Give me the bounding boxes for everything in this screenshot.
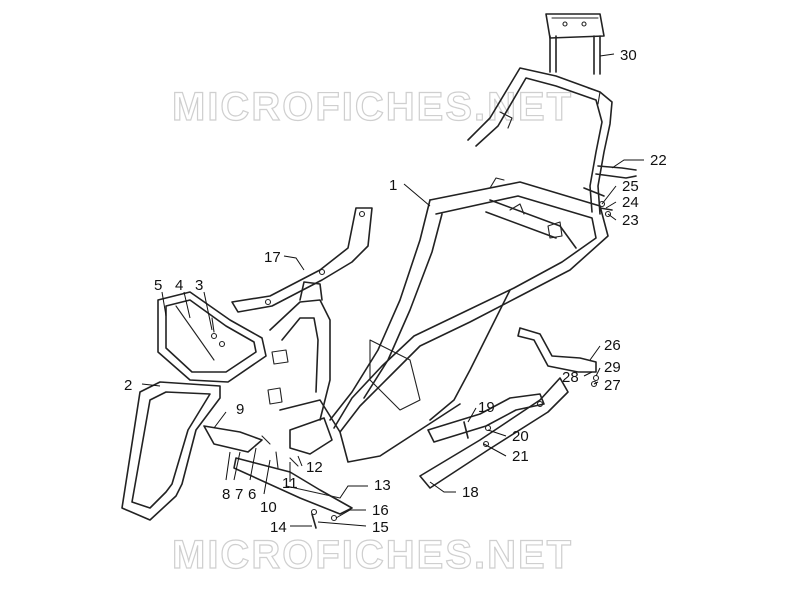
callout-23: 23	[622, 212, 639, 229]
callout-12: 12	[306, 459, 323, 476]
callout-18: 18	[462, 484, 479, 501]
callout-26: 26	[604, 337, 621, 354]
watermark-bottom: MICROFICHES.NET	[172, 533, 573, 577]
callout-2: 2	[124, 377, 132, 394]
watermark-top: MICROFICHES.NET	[172, 85, 573, 129]
callout-3: 3	[195, 277, 203, 294]
callout-14: 14	[270, 519, 287, 536]
callout-17: 17	[264, 249, 281, 266]
callout-5: 5	[154, 277, 162, 294]
part-30-top-bracket	[545, 13, 605, 75]
callout-9: 9	[236, 401, 244, 418]
callout-25: 25	[622, 178, 639, 195]
callout-16: 16	[372, 502, 389, 519]
part-22-rear-support	[467, 67, 637, 215]
callout-13: 13	[374, 477, 391, 494]
callout-29: 29	[604, 359, 621, 376]
callout-6: 6	[248, 486, 256, 503]
callout-15: 15	[372, 519, 389, 536]
part-13-16-lower-plate	[285, 485, 341, 529]
callout-11: 11	[282, 475, 298, 492]
callout-21: 21	[512, 448, 529, 465]
leader-lines	[141, 53, 644, 527]
callout-8: 8	[222, 486, 230, 503]
part-18-side-rail	[419, 377, 569, 489]
callout-24: 24	[622, 194, 639, 211]
callout-30: 30	[620, 47, 637, 64]
part-23-25-bolts	[598, 200, 613, 218]
callout-10: 10	[260, 499, 277, 516]
callout-4: 4	[175, 277, 183, 294]
callout-22: 22	[650, 152, 667, 169]
callout-labels: 1 2 3 4 5 6 7 8 9 10 11 12 13 14 15 16 1…	[124, 47, 667, 536]
part-26-29-stand-bracket	[517, 327, 600, 388]
callout-28: 28	[562, 369, 579, 386]
callout-20: 20	[512, 428, 529, 445]
part-1-main-frame	[267, 177, 609, 463]
part-2-5-front-bracket	[121, 291, 267, 521]
callout-27: 27	[604, 377, 621, 394]
callout-19: 19	[478, 399, 495, 416]
callout-7: 7	[235, 486, 243, 503]
callout-1: 1	[389, 177, 397, 194]
part-6-12-footrest-hardware	[203, 425, 353, 515]
part-17-side-bracket	[231, 207, 373, 313]
